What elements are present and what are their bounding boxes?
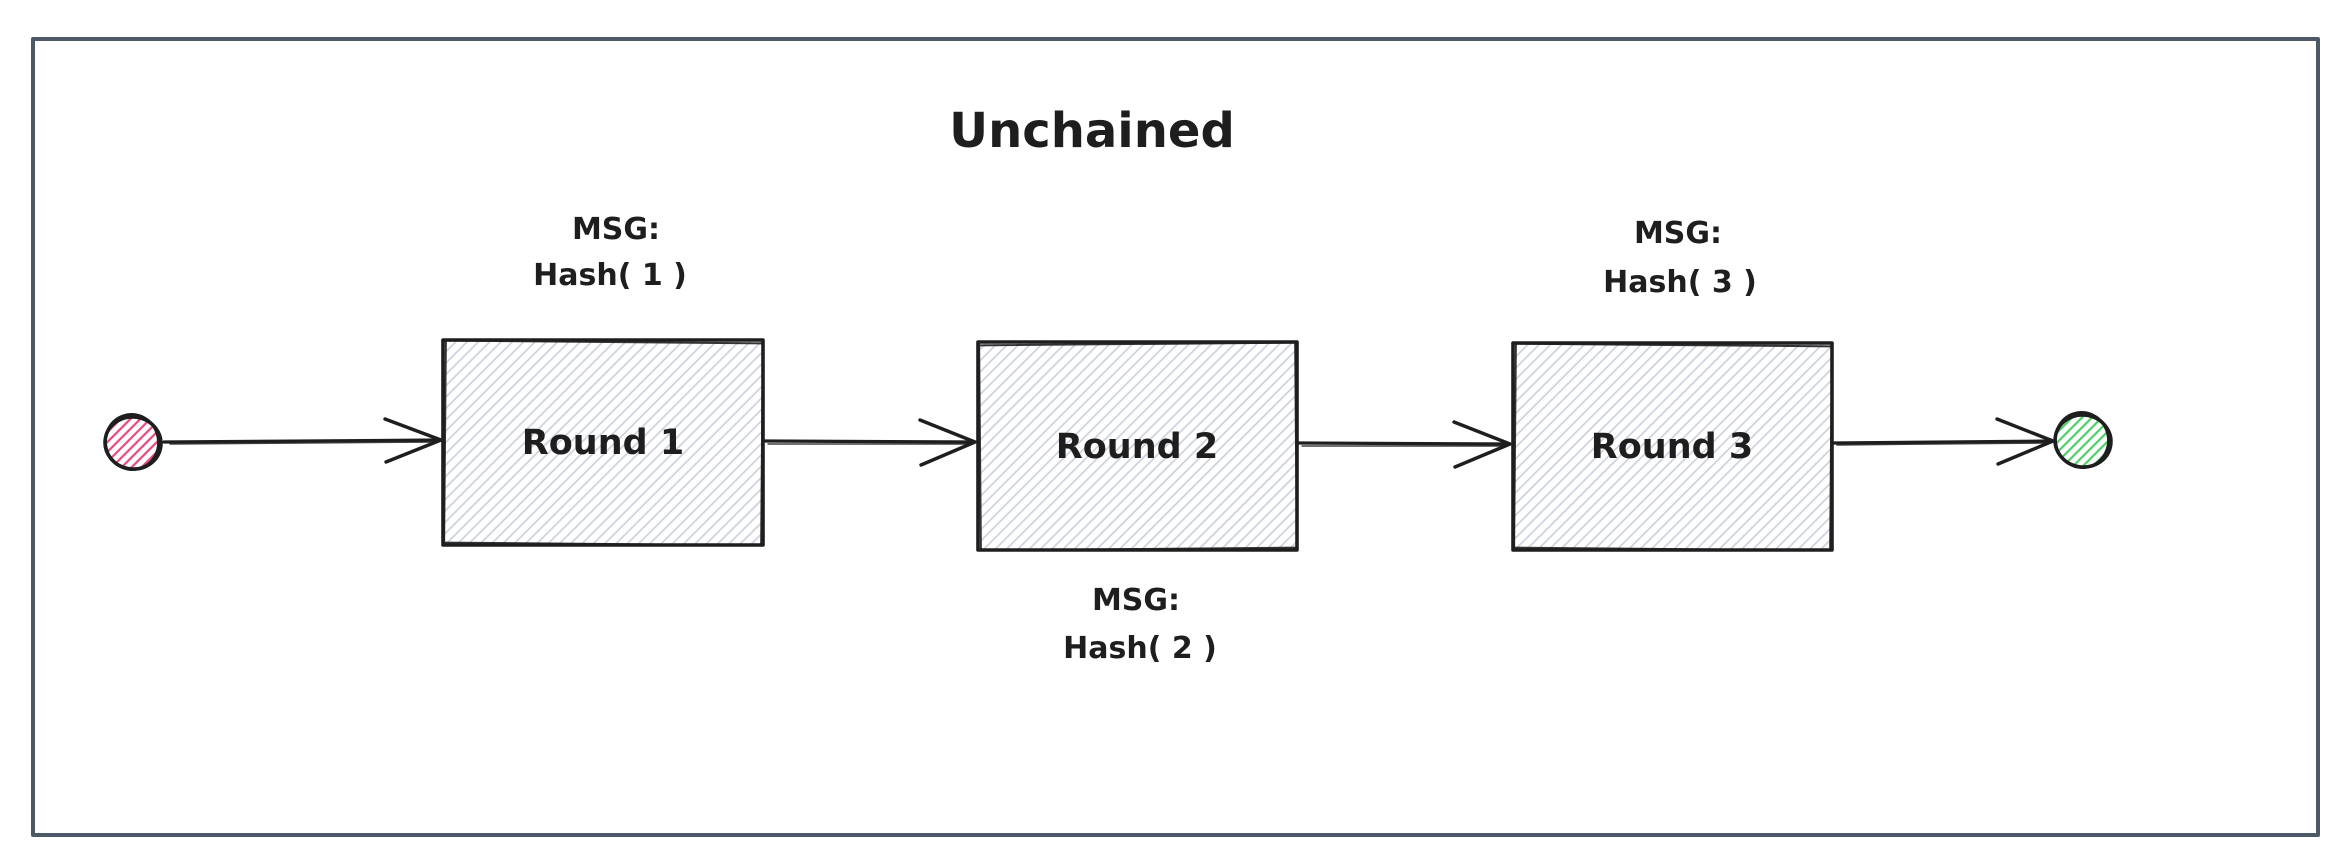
arrow-round2-to-round3: [1297, 420, 1512, 469]
node-round-2: Round 2: [976, 340, 1299, 552]
node-round-1-label: Round 1: [522, 423, 684, 463]
node-round-1: Round 1: [441, 338, 765, 547]
annotation-msg2: MSG: Hash( 2 ): [1063, 583, 1217, 666]
node-round-2-label: Round 2: [1056, 427, 1218, 467]
annotation-msg3-line2: Hash( 3 ): [1603, 265, 1757, 300]
annotation-msg2-line1: MSG:: [1092, 583, 1180, 618]
outer-frame: [31, 37, 2320, 837]
arrow-round1-to-round2: [763, 418, 977, 467]
annotation-msg1-line2: Hash( 1 ): [533, 258, 687, 293]
arrow-round3-to-end: [1832, 417, 2055, 466]
annotation-msg1-line1: MSG:: [572, 212, 660, 247]
start-node-circle: [103, 413, 163, 471]
annotation-msg2-line2: Hash( 2 ): [1063, 631, 1217, 666]
annotation-msg1: MSG: Hash( 1 ): [533, 212, 687, 293]
node-round-3: Round 3: [1511, 341, 1834, 552]
arrow-start-to-round1: [162, 417, 443, 464]
diagram-title: Unchained: [949, 103, 1235, 159]
end-node-circle: [2053, 411, 2113, 469]
annotation-msg3-line1: MSG:: [1634, 216, 1722, 251]
node-round-3-label: Round 3: [1591, 427, 1753, 467]
annotation-msg3: MSG: Hash( 3 ): [1603, 216, 1757, 300]
